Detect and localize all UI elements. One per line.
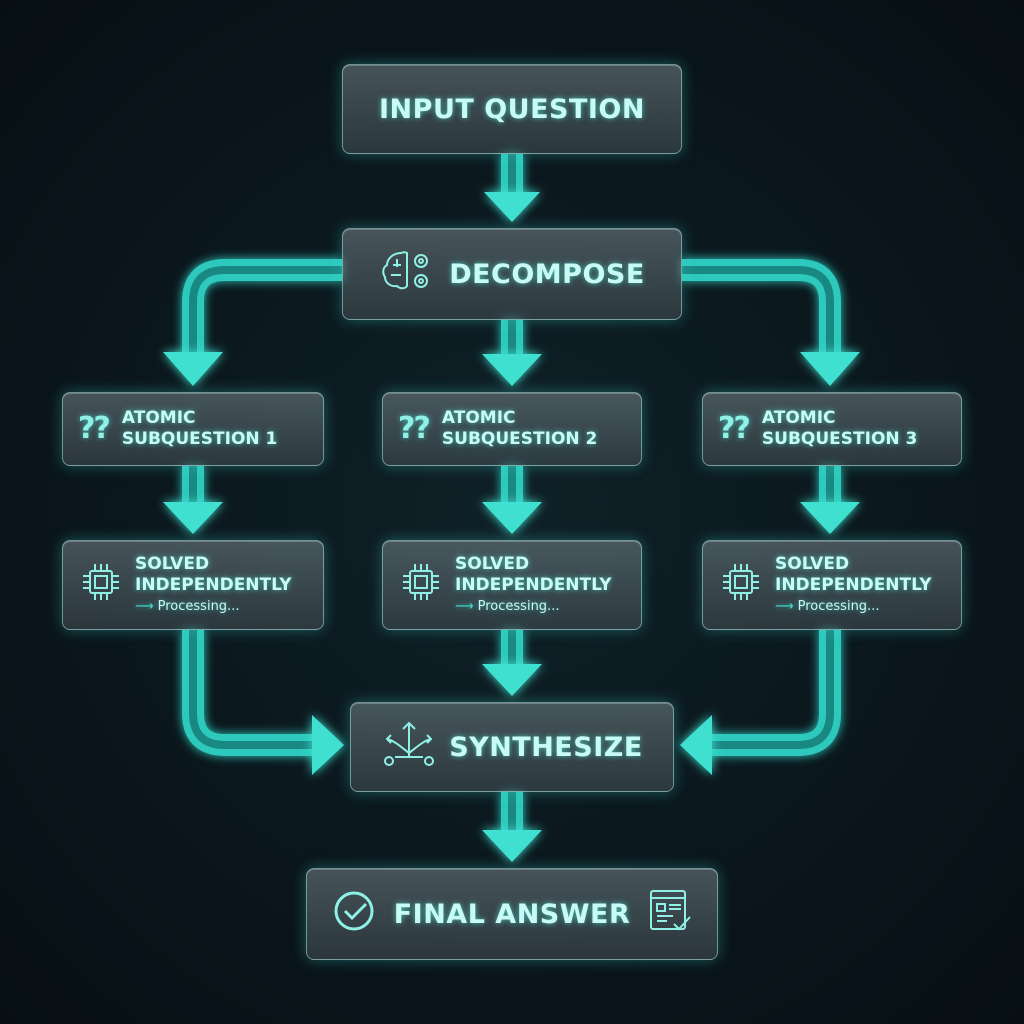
input-question-node: INPUT QUESTION [342, 64, 682, 154]
processing-status: Processing... [157, 598, 240, 614]
brain-gear-icon [379, 247, 437, 302]
pipe-solved1-synth [182, 630, 320, 756]
subquestion-line2: SUBQUESTION 1 [121, 429, 278, 449]
subquestion-line1: ATOMIC [121, 408, 196, 428]
arrowhead-down [163, 502, 223, 534]
final-answer-label: FINAL ANSWER [393, 898, 631, 930]
arrowhead-down [800, 502, 860, 534]
solved-line2: INDEPENDENTLY [455, 574, 612, 595]
arrowhead-down [482, 830, 542, 862]
solved-line1: SOLVED [455, 553, 530, 574]
arrowhead-down [800, 352, 860, 386]
chip-icon [79, 560, 123, 610]
question-marks-icon: ⁇ [719, 411, 750, 446]
progress-arrow-icon: ⟶ [455, 598, 474, 614]
pipe-decompose-left [182, 259, 342, 360]
arrowhead-down [484, 192, 540, 222]
progress-arrow-icon: ⟶ [775, 598, 794, 614]
solved-line2: INDEPENDENTLY [135, 574, 292, 595]
check-circle-icon [332, 889, 376, 940]
pipe-solved3-synth [704, 630, 841, 756]
chip-icon [719, 560, 763, 610]
decompose-label: DECOMPOSE [449, 258, 645, 290]
synthesize-node: SYNTHESIZE [350, 702, 674, 792]
synthesize-label: SYNTHESIZE [449, 731, 643, 763]
arrowhead-down [482, 502, 542, 534]
arrowhead-down [163, 352, 223, 386]
decompose-node: DECOMPOSE [342, 228, 682, 320]
progress-arrow-icon: ⟶ [135, 598, 154, 614]
final-answer-node: FINAL ANSWER [306, 868, 718, 960]
merge-arrows-icon [381, 717, 437, 778]
processing-status: Processing... [477, 598, 560, 614]
question-marks-icon: ⁇ [79, 411, 110, 446]
arrowhead-right [312, 715, 344, 775]
pipe-decompose-right [682, 259, 841, 360]
processing-status: Processing... [797, 598, 880, 614]
arrowhead-down [482, 664, 542, 696]
document-check-icon [648, 888, 692, 941]
subquestion-line2: SUBQUESTION 3 [761, 429, 918, 449]
input-question-label: INPUT QUESTION [379, 93, 645, 125]
solved-line2: INDEPENDENTLY [775, 574, 932, 595]
subquestion-line2: SUBQUESTION 2 [441, 429, 598, 449]
question-marks-icon: ⁇ [399, 411, 430, 446]
subquestion-line1: ATOMIC [761, 408, 836, 428]
subquestion-line1: ATOMIC [441, 408, 516, 428]
solved-line1: SOLVED [775, 553, 850, 574]
arrowhead-down [482, 354, 542, 386]
chip-icon [399, 560, 443, 610]
arrowhead-left [680, 715, 712, 775]
solved-line1: SOLVED [135, 553, 210, 574]
